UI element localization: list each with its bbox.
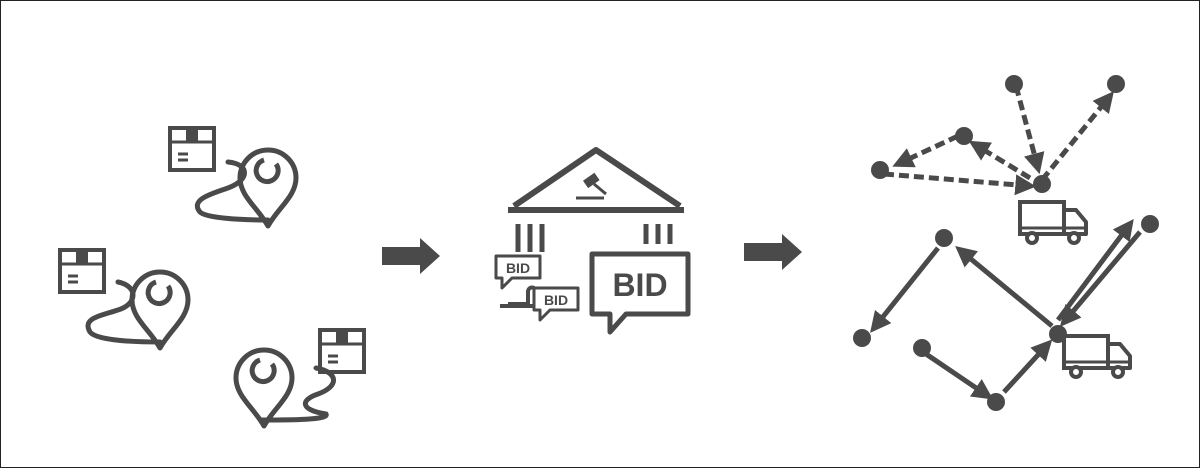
route-path-icon — [85, 279, 163, 345]
route-path-icon — [259, 365, 336, 423]
stage2-auction: BID BID BID — [494, 147, 691, 335]
route-node-icon — [913, 339, 931, 357]
bid-bubble-small-a: BID — [494, 254, 542, 290]
route-node-icon — [871, 161, 889, 179]
route-node-icon — [853, 329, 871, 347]
route-node-icon — [1107, 75, 1125, 93]
location-pin-icon — [240, 150, 296, 226]
delivery-truck-icon — [1062, 334, 1132, 379]
location-pin-icon — [132, 272, 188, 348]
package-icon — [168, 126, 216, 172]
delivery-truck-icon — [1018, 200, 1088, 245]
dispatch-dashed-routes — [883, 85, 1114, 196]
delivery-group-top — [168, 126, 296, 226]
auction-house-icon — [500, 147, 684, 308]
route-node-icon — [1033, 175, 1051, 193]
delivery-solid-routes — [870, 218, 1142, 400]
flow-arrow-2 — [744, 234, 802, 270]
bid-bubble-large: BID — [589, 251, 691, 335]
delivery-group-bottom — [236, 328, 366, 426]
package-icon — [58, 248, 106, 294]
route-node-icon — [1005, 75, 1023, 93]
bid-label: BID — [612, 267, 667, 303]
location-pin-icon — [236, 350, 292, 426]
route-path-icon — [195, 159, 271, 223]
bid-bubble-small-b: BID — [532, 286, 580, 322]
route-node-icon — [935, 229, 953, 247]
stage3-routing — [853, 75, 1159, 411]
route-nodes-upper — [871, 75, 1125, 193]
speech-bubble-icon — [589, 251, 691, 335]
route-node-icon — [1141, 215, 1159, 233]
stage1-deliveries — [58, 126, 366, 426]
delivery-group-middle — [58, 248, 188, 348]
package-icon — [318, 328, 366, 374]
route-node-icon — [987, 393, 1005, 411]
flow-arrow-1 — [382, 238, 440, 274]
gavel-icon — [576, 172, 607, 200]
bid-label: BID — [506, 260, 530, 276]
bid-label: BID — [544, 292, 568, 308]
route-node-icon — [955, 127, 973, 145]
